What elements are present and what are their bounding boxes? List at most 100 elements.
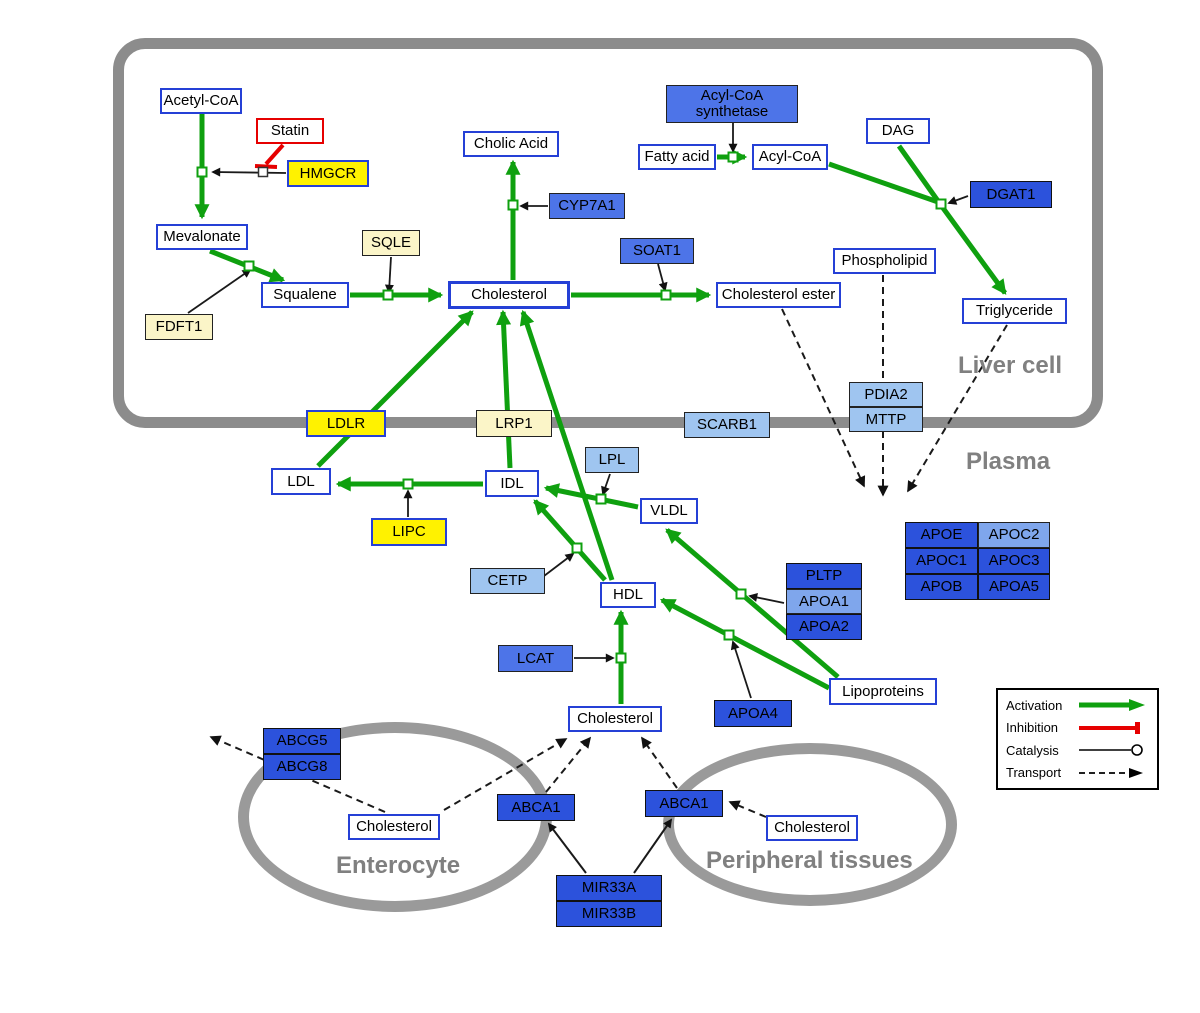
node-abcg5[interactable]: ABCG5: [263, 728, 341, 754]
anchor-statin-target: [257, 166, 269, 178]
anchor-acylcoa-synthetase-site: [727, 151, 739, 163]
node-apoa5[interactable]: APOA5: [978, 574, 1050, 600]
node-fdft1[interactable]: FDFT1: [145, 314, 213, 340]
node-fatty-acid[interactable]: Fatty acid: [638, 144, 716, 170]
peripheral-tissues-label: Peripheral tissues: [706, 847, 913, 874]
node-lipc[interactable]: LIPC: [371, 518, 447, 546]
node-apob[interactable]: APOB: [905, 574, 978, 600]
edge-cholesterolester-to-plasma: [781, 308, 866, 488]
node-statin[interactable]: Statin: [256, 118, 324, 144]
node-scarb1[interactable]: SCARB1: [684, 412, 770, 438]
node-vldl[interactable]: VLDL: [640, 498, 698, 524]
node-squalene[interactable]: Squalene: [261, 282, 349, 308]
legend-row-inhibition: Inhibition: [1006, 720, 1149, 736]
node-mir33b[interactable]: MIR33B: [556, 901, 662, 927]
edge-statin-inhibition-bar: [254, 164, 278, 169]
edge-mir33-to-abca1-peripheral: [633, 818, 673, 874]
node-abcg8[interactable]: ABCG8: [263, 754, 341, 780]
node-apoc1[interactable]: APOC1: [905, 548, 978, 574]
legend-box: Activation Inhibition Catalysis Transpor…: [996, 688, 1159, 790]
edge-hdl-to-cholesterol: [519, 309, 615, 581]
catalysis-circle-icon: [1079, 744, 1143, 757]
node-acetyl-coa[interactable]: Acetyl-CoA: [160, 88, 242, 114]
edge-dgat1-catalysis: [947, 195, 969, 205]
edge-apoa4-catalysis: [730, 640, 752, 699]
node-cholic-acid[interactable]: Cholic Acid: [463, 131, 559, 157]
edge-lipoproteins-to-vldl: [665, 528, 840, 679]
node-apoe[interactable]: APOE: [905, 522, 978, 548]
edge-idl-to-cholesterol-via-lrp1: [496, 309, 513, 469]
legend-activation-label: Activation: [1006, 697, 1063, 713]
node-cholesterol-enterocyte[interactable]: Cholesterol: [348, 814, 440, 840]
node-abca1-enterocyte[interactable]: ABCA1: [497, 794, 575, 821]
node-pltp[interactable]: PLTP: [786, 563, 862, 589]
legend-row-catalysis: Catalysis: [1006, 742, 1149, 758]
enterocyte-label: Enterocyte: [336, 852, 461, 879]
node-mttp[interactable]: MTTP: [849, 407, 923, 432]
node-cholesterol-plasma[interactable]: Cholesterol: [568, 706, 662, 732]
edge-dag-to-junction: [896, 144, 941, 203]
node-sqle[interactable]: SQLE: [362, 230, 420, 256]
node-lipoproteins[interactable]: Lipoproteins: [829, 678, 937, 705]
edge-triglyceride-to-plasma: [907, 324, 1008, 493]
edge-lipoproteins-to-hdl: [660, 597, 831, 691]
activation-arrow-icon: [1079, 699, 1145, 712]
edge-cetp-catalysis: [543, 552, 575, 577]
node-abca1-peripheral[interactable]: ABCA1: [645, 790, 723, 817]
plasma-label: Plasma: [966, 448, 1051, 475]
node-phospholipid[interactable]: Phospholipid: [833, 248, 936, 274]
node-cyp7a1[interactable]: CYP7A1: [549, 193, 625, 219]
node-acyl-coa-synthetase[interactable]: Acyl-CoA synthetase: [666, 85, 798, 123]
node-hdl[interactable]: HDL: [600, 582, 656, 608]
node-cholesterol-ester[interactable]: Cholesterol ester: [716, 282, 841, 308]
node-lcat[interactable]: LCAT: [498, 645, 573, 672]
legend-inhibition-label: Inhibition: [1006, 720, 1059, 736]
node-apoc3[interactable]: APOC3: [978, 548, 1050, 574]
node-dgat1[interactable]: DGAT1: [970, 181, 1052, 208]
edge-mir33-to-abca1-enterocyte: [547, 822, 587, 874]
node-idl[interactable]: IDL: [485, 470, 539, 497]
edge-hdl-to-idl: [533, 499, 607, 582]
node-lpl[interactable]: LPL: [585, 447, 639, 473]
liver-cell-label: Liver cell: [958, 352, 1063, 379]
node-lrp1[interactable]: LRP1: [476, 410, 552, 437]
node-ldlr[interactable]: LDLR: [306, 410, 386, 437]
edge-apoa-stack-catalysis: [748, 593, 785, 604]
legend-transport-label: Transport: [1006, 765, 1062, 781]
node-mevalonate[interactable]: Mevalonate: [156, 224, 248, 250]
edge-junction-to-triglyceride: [940, 206, 1008, 295]
edge-fdft1-catalysis: [187, 268, 252, 314]
node-apoa1[interactable]: APOA1: [786, 589, 862, 614]
node-ldl[interactable]: LDL: [271, 468, 331, 495]
node-triglyceride[interactable]: Triglyceride: [962, 298, 1067, 324]
node-apoc2[interactable]: APOC2: [978, 522, 1050, 548]
anchor-fdft1-site: [243, 260, 255, 272]
node-cholesterol-peripheral[interactable]: Cholesterol: [766, 815, 858, 841]
edge-ldl-to-cholesterol-via-ldlr: [316, 310, 474, 468]
edge-vldl-to-idl: [543, 483, 639, 510]
anchor-sqle-site: [382, 289, 394, 301]
transport-dashed-arrow-icon: [1079, 767, 1143, 778]
edge-lpl-catalysis: [601, 473, 611, 496]
edge-soat1-catalysis: [657, 263, 668, 292]
node-cetp[interactable]: CETP: [470, 568, 545, 594]
edge-sqle-catalysis: [384, 256, 394, 294]
node-mir33a[interactable]: MIR33A: [556, 875, 662, 901]
node-hmgcr[interactable]: HMGCR: [287, 160, 369, 187]
node-apoa2[interactable]: APOA2: [786, 614, 862, 640]
anchor-lpl-site: [595, 493, 607, 505]
node-soat1[interactable]: SOAT1: [620, 238, 694, 264]
anchor-cyp7a1-site: [507, 199, 519, 211]
legend-catalysis-label: Catalysis: [1006, 742, 1059, 758]
node-apoa4[interactable]: APOA4: [714, 700, 792, 727]
edge-statin-inhibition-line: [264, 143, 285, 166]
node-cholesterol-liver[interactable]: Cholesterol: [448, 281, 570, 309]
edge-cholesterol-efflux-abcg58: [209, 735, 386, 813]
node-pdia2[interactable]: PDIA2: [849, 382, 923, 407]
edge-acylcoa-to-junction: [828, 161, 939, 205]
liver-cell-compartment: [113, 38, 1103, 428]
node-acyl-coa[interactable]: Acyl-CoA: [752, 144, 828, 170]
node-dag[interactable]: DAG: [866, 118, 930, 144]
